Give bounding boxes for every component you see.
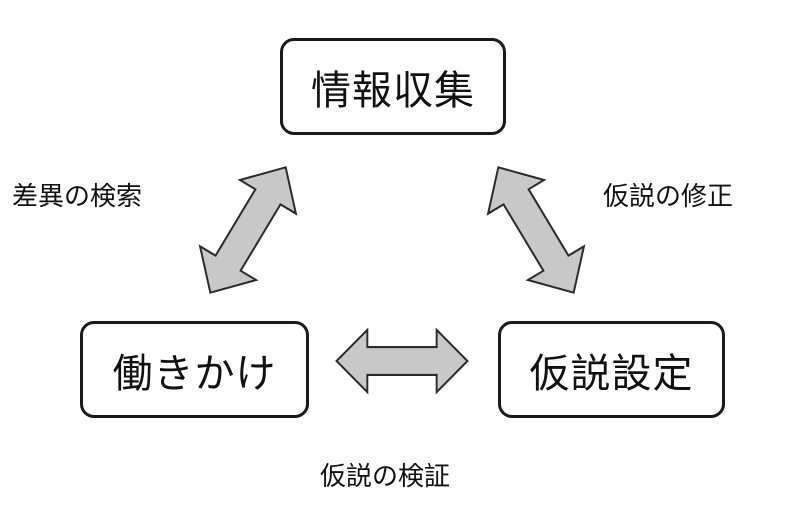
- node-label: 仮説設定: [529, 350, 694, 397]
- double-arrow-icon-horizontal: [335, 328, 469, 394]
- double-arrow-icon-left-diagonal: [181, 149, 315, 311]
- node-hypothesis-setting: 仮説設定: [498, 321, 725, 418]
- double-arrow-icon-right-diagonal: [469, 149, 603, 311]
- edge-label-difference-search: 差異の検索: [12, 182, 143, 212]
- node-action: 働きかけ: [80, 321, 309, 418]
- edge-label-hypothesis-verification: 仮説の検証: [320, 462, 451, 492]
- node-label: 働きかけ: [112, 350, 277, 397]
- node-label: 情報収集: [311, 67, 475, 114]
- edge-label-hypothesis-revision: 仮説の修正: [603, 182, 734, 212]
- node-information-gathering: 情報収集: [280, 38, 506, 135]
